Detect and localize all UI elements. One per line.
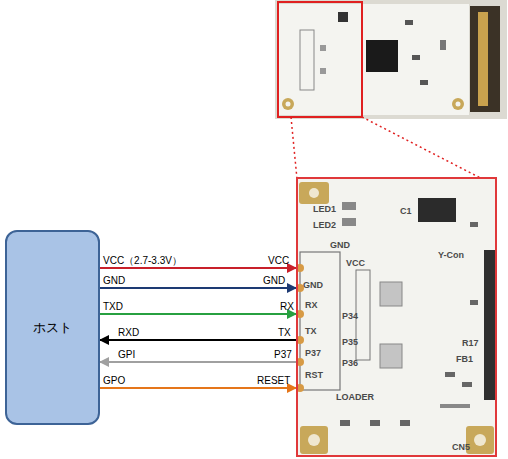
host-name: ホスト [33,319,72,337]
signal-name: GPO [103,375,125,387]
photo-background [275,0,507,119]
capacitor-body [418,198,456,222]
silkscreen-label: P35 [342,337,358,347]
led-part [342,202,356,210]
mounting-hole [308,434,320,446]
board-pcb [279,4,469,115]
silkscreen-label: CN5 [452,442,470,452]
host-box: ホスト [5,230,100,425]
mounting-hole [474,434,486,446]
mounting-pad [466,426,494,454]
mounting-hole [286,102,291,107]
silkscreen-label: LOADER [336,392,374,402]
pin-header-outline [300,30,314,90]
pin-name: VCC [268,255,289,267]
silkscreen-label: GND [303,280,323,290]
smd-part [405,20,413,25]
silkscreen-label: TX [305,326,317,336]
mounting-pad [452,98,464,110]
board-closeup: LED1LED2 C1GND VCC GND RX P34TX P35P37P36RST LO… [296,177,497,457]
pin-header-outline [300,252,340,390]
smd-part [462,382,472,387]
pin-name: GND [263,275,285,287]
silkscreen-label: GND [330,240,350,250]
mounting-pad [282,98,294,110]
epd-connector [470,6,500,112]
switch-part [380,344,402,368]
edge-connector [484,250,496,400]
signal-name: GND [103,275,125,287]
signal-wire [100,339,296,341]
zoom-leader-line [362,117,496,186]
signal-name: GPI [118,349,135,361]
smd-part [420,80,428,85]
silkscreen-label: P34 [342,311,358,321]
mounting-pad [300,426,328,454]
smd-part [400,420,410,426]
signal-name: TXD [103,301,123,313]
signal-name: RXD [118,327,139,339]
silkscreen-label: FB1 [456,354,473,364]
connector-contacts [478,12,488,106]
smd-part [340,420,350,426]
smd-part [470,300,478,305]
led-part [342,218,356,226]
signal-wire [100,267,296,269]
jumper-outline [356,270,370,360]
pin-name: TX [278,327,291,339]
smd-part [412,55,420,60]
smd-part [440,404,470,408]
pin-name: RESET [257,375,290,387]
signal-wire [100,387,296,389]
pin-name: P37 [274,349,292,361]
pin-name: RX [280,301,294,313]
smd-part [470,222,478,227]
mounting-hole [456,102,461,107]
silkscreen-label: P37 [305,348,321,358]
zoom-leader-line [291,117,297,179]
closeup-pcb [296,177,497,457]
smd-part [370,420,380,426]
highlight-frame [278,2,362,117]
smd-part [320,45,326,51]
silkscreen-label: P36 [342,358,358,368]
silkscreen-label: R17 [462,338,479,348]
silkscreen-label: RST [305,370,323,380]
smd-part [440,40,446,50]
signal-wire [100,313,296,315]
signal-wire [100,287,296,289]
mcu-chip [366,40,398,72]
switch-part [380,282,402,306]
mounting-hole [309,188,319,198]
smd-part [445,372,455,377]
smd-part [320,68,326,74]
silkscreen-label: LED1 [313,204,336,214]
silkscreen-label: LED2 [313,220,336,230]
silkscreen-label: RX [305,300,318,310]
signal-wire [100,361,296,363]
silkscreen-label: C1 [400,206,412,216]
signal-name: VCC（2.7-3.3V） [103,255,182,267]
small-chip [338,12,348,22]
silkscreen-label: VCC [346,258,365,268]
silkscreen-label: Y-Con [438,250,464,260]
mounting-pad [299,182,329,204]
